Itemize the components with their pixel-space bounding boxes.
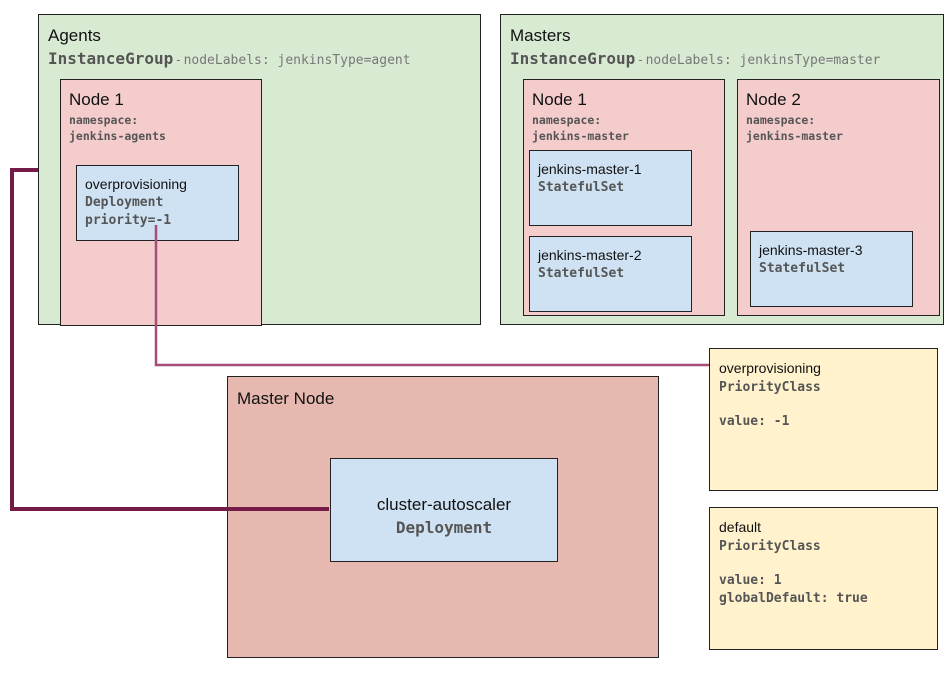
agents-kind: InstanceGroup	[48, 49, 174, 68]
masters-node-2-title: Node 2	[746, 90, 801, 109]
agents-separator: -	[176, 52, 181, 67]
namespace-value: jenkins-master	[532, 129, 629, 143]
priority-class-kind: PriorityClass	[719, 539, 821, 554]
namespace-value: jenkins-master	[746, 129, 843, 143]
masters-node-labels: nodeLabels: jenkinsType=master	[645, 53, 881, 68]
agents-node-1-namespace: namespace: jenkins-agents	[69, 112, 166, 144]
masters-node-1: Node 1 namespace: jenkins-master jenkins…	[523, 79, 725, 316]
workload-kind: StatefulSet	[538, 266, 625, 281]
masters-separator: -	[638, 52, 643, 67]
masters-node-1-namespace: namespace: jenkins-master	[532, 112, 629, 144]
agents-subtitle: InstanceGroup-nodeLabels: jenkinsType=ag…	[48, 49, 411, 69]
overprovisioning-priority-class: overprovisioning PriorityClass value: -1	[709, 348, 938, 491]
workload-kind: StatefulSet	[759, 261, 846, 276]
namespace-label: namespace:	[69, 113, 139, 127]
master-node: Master Node cluster-autoscaler Deploymen…	[227, 376, 659, 658]
workload-priority: priority=-1	[85, 213, 172, 228]
masters-subtitle: InstanceGroup-nodeLabels: jenkinsType=ma…	[510, 49, 880, 69]
priority-class-name: default	[719, 519, 762, 535]
agents-node-labels: nodeLabels: jenkinsType=agent	[183, 53, 411, 68]
masters-node-2: Node 2 namespace: jenkins-master jenkins…	[737, 79, 940, 316]
masters-node-1-title: Node 1	[532, 90, 587, 109]
agents-node-1-title: Node 1	[69, 90, 124, 109]
masters-node-2-namespace: namespace: jenkins-master	[746, 112, 843, 144]
namespace-label: namespace:	[532, 113, 602, 127]
agents-instance-group: Agents InstanceGroup-nodeLabels: jenkins…	[38, 14, 481, 326]
workload-name: jenkins-master-2	[538, 247, 642, 263]
namespace-value: jenkins-agents	[69, 129, 166, 143]
jenkins-master-3-statefulset: jenkins-master-3 StatefulSet	[750, 231, 913, 307]
cluster-autoscaler-deployment: cluster-autoscaler Deployment	[330, 458, 558, 562]
priority-class-value: value: 1	[719, 573, 782, 588]
autoscaler-name: cluster-autoscaler	[376, 495, 512, 514]
masters-kind: InstanceGroup	[510, 49, 636, 68]
namespace-label: namespace:	[746, 113, 816, 127]
agents-title: Agents	[48, 26, 101, 45]
jenkins-master-1-statefulset: jenkins-master-1 StatefulSet	[529, 150, 692, 226]
default-priority-class: default PriorityClass value: 1 globalDef…	[709, 507, 938, 650]
master-node-title: Master Node	[237, 389, 335, 408]
overprovisioning-deployment: overprovisioning Deployment priority=-1	[76, 165, 239, 241]
masters-title: Masters	[510, 26, 571, 45]
priority-class-name: overprovisioning	[719, 360, 821, 376]
priority-class-kind: PriorityClass	[719, 380, 821, 395]
agents-node-1: Node 1 namespace: jenkins-agents overpro…	[60, 79, 262, 326]
priority-class-global-default: globalDefault: true	[719, 591, 868, 606]
priority-class-value: value: -1	[719, 414, 790, 429]
workload-name: jenkins-master-3	[759, 242, 863, 258]
workload-kind: Deployment	[85, 195, 164, 210]
masters-instance-group: Masters InstanceGroup-nodeLabels: jenkin…	[500, 14, 944, 325]
workload-name: jenkins-master-1	[538, 161, 642, 177]
workload-kind: StatefulSet	[538, 180, 625, 195]
workload-name: overprovisioning	[85, 176, 187, 192]
autoscaler-kind: Deployment	[395, 518, 493, 537]
jenkins-master-2-statefulset: jenkins-master-2 StatefulSet	[529, 236, 692, 312]
